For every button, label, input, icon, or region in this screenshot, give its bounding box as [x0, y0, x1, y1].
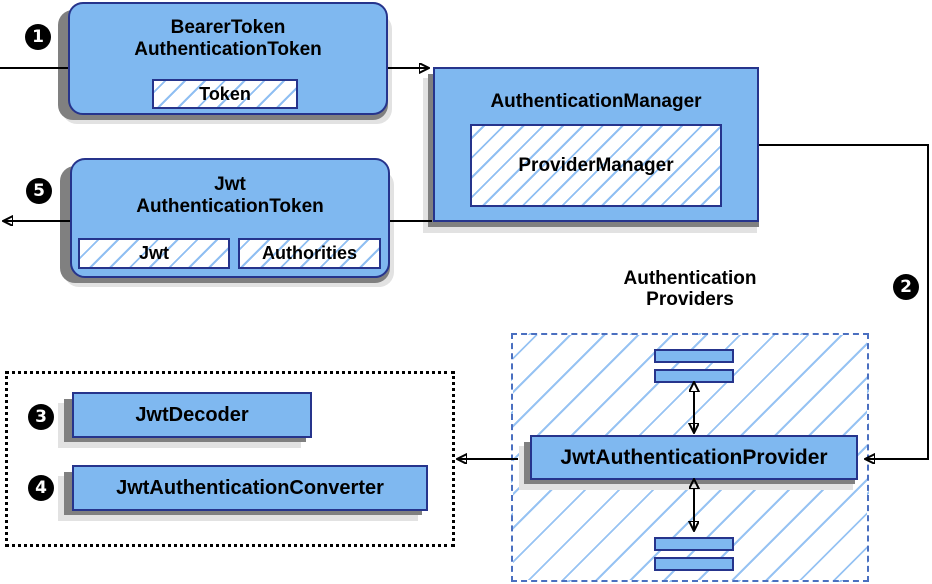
authentication-manager-compartment-provider-manager[interactable]: ProviderManager — [470, 124, 722, 207]
badge-step-1: 1 — [25, 24, 51, 50]
bearer-token-compartment-token[interactable]: Token — [152, 79, 298, 109]
provider-port-bar-top-2 — [654, 369, 734, 383]
jwt-token-compartment-authorities[interactable]: Authorities — [238, 238, 381, 269]
node-jwt-authentication-provider[interactable]: JwtAuthenticationProvider — [530, 435, 858, 480]
authentication-providers-label: Authentication Providers — [623, 268, 757, 311]
node-jwt-decoder[interactable]: JwtDecoder — [72, 392, 312, 438]
node-jwt-authentication-converter[interactable]: JwtAuthenticationConverter — [72, 465, 428, 511]
provider-port-bar-top-1 — [654, 349, 734, 363]
badge-step-3: 3 — [28, 404, 54, 430]
provider-port-bar-bottom-2 — [654, 557, 734, 571]
jwt-token-compartment-jwt[interactable]: Jwt — [78, 238, 230, 269]
badge-step-4: 4 — [28, 475, 54, 501]
jwt-support-group-region — [5, 371, 455, 547]
badge-step-5: 5 — [26, 178, 52, 204]
badge-step-2: 2 — [893, 274, 919, 300]
provider-port-bar-bottom-1 — [654, 537, 734, 551]
